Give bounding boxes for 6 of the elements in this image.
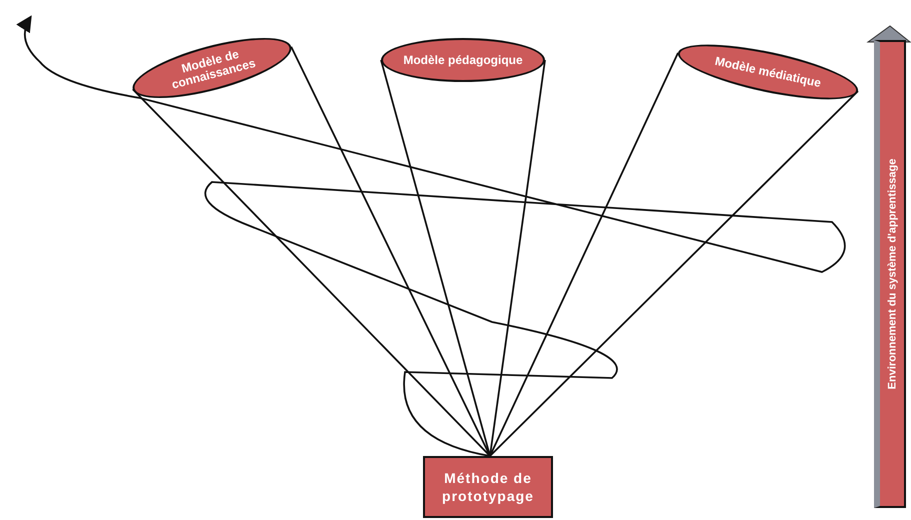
cone-lines [132,46,491,457]
cone-lines [489,52,859,457]
cone-lines [380,59,546,457]
model-ellipse: Modèle pédagogique [381,38,545,82]
method-box: Méthode de prototypage [423,456,553,518]
spiral-arrow [16,15,846,457]
